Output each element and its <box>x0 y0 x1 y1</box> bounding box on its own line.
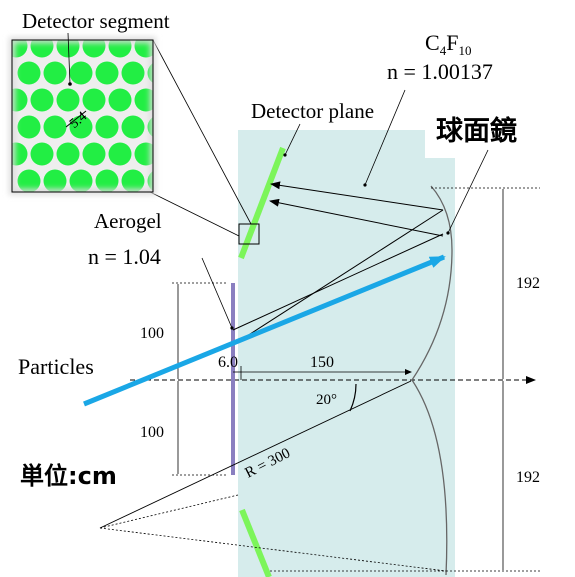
dim-192-top-label: 192 <box>516 275 540 292</box>
aerogel-label: Aerogel <box>94 209 162 233</box>
detector-segment-cell <box>43 169 67 192</box>
detector-segment-inset <box>9 32 156 195</box>
detector-segment-cell <box>43 61 67 85</box>
detector-plane-upper <box>238 146 286 260</box>
dim-150-label: 150 <box>310 354 334 371</box>
detector-segment-cell <box>17 115 41 139</box>
particles-label: Particles <box>18 354 94 379</box>
detector-segment-cell <box>69 61 93 85</box>
detector-segment-cell <box>121 169 145 192</box>
mirror-pointer-dot <box>446 231 450 235</box>
gas-volume <box>238 130 455 577</box>
segment-label-pointer <box>67 32 71 85</box>
aerogel-pointer-dot <box>230 326 234 330</box>
detector-segment-cell <box>56 88 80 112</box>
detector-segment-cell <box>95 61 119 85</box>
dim-100-top-label: 100 <box>140 325 164 342</box>
detector-segment-cell <box>108 142 132 166</box>
detector-segment-cell <box>30 88 54 112</box>
detector-segment-cell <box>95 169 119 192</box>
detector-segment-cell <box>69 115 93 139</box>
detector-segment-cell <box>43 115 67 139</box>
dim-192-bottom-label: 192 <box>516 469 540 486</box>
aerogel-pointer <box>201 257 233 329</box>
gas-index-label: n = 1.00137 <box>387 59 493 84</box>
radiator-gas-label: C4F10 <box>425 30 471 58</box>
detector-segment-cell <box>56 40 80 58</box>
detector-plane-lower <box>239 508 272 577</box>
detector-segment-cell <box>17 169 41 192</box>
detector-segment-cell <box>108 88 132 112</box>
detector-segment-cell <box>30 142 54 166</box>
segment-highlight-box <box>238 223 260 245</box>
unit-label: 単位:cm <box>20 462 117 490</box>
detector-segment-cell <box>134 88 153 112</box>
gas-pointer-dot <box>363 183 367 187</box>
aerogel-index-label: n = 1.04 <box>88 244 161 269</box>
detector-segment-cell <box>95 115 119 139</box>
detector-plane-label: Detector plane <box>251 99 374 123</box>
detector-segment-cell <box>121 115 145 139</box>
detector-segment-cell <box>69 169 93 192</box>
segment-callout-line-bottom <box>149 191 240 237</box>
detector-segment-cell <box>12 88 28 112</box>
detector-segment-cell <box>82 40 106 58</box>
segment-callout-line-top <box>152 39 252 225</box>
detector-plane-pointer <box>284 123 301 156</box>
radius-line <box>99 380 412 529</box>
mirror-pointer <box>447 149 489 234</box>
angle-label: 20° <box>316 392 337 408</box>
detector-segment-cell <box>108 40 132 58</box>
angle-arc <box>349 383 357 412</box>
segment-size-line <box>65 110 87 128</box>
ray-aerogel-to-mirror <box>232 233 444 331</box>
detector-plane-pointer-dot <box>283 153 287 157</box>
mirror-label: 球面鏡 <box>436 115 517 147</box>
detector-segment-cell <box>134 40 153 58</box>
detector-segment-cell <box>17 61 41 85</box>
ray-reflect-lower <box>269 198 444 237</box>
particle-track <box>83 254 446 407</box>
ray-reflect-upper <box>270 181 444 211</box>
segment-label-dot <box>68 82 72 86</box>
ray-aerogel-to-mirror-2 <box>232 209 444 346</box>
gas-pointer <box>364 89 406 186</box>
mirror-center-chord <box>99 494 239 529</box>
detector-segment-cell <box>56 142 80 166</box>
detector-segment-cell <box>82 142 106 166</box>
detector-segment-cell <box>12 40 28 58</box>
detector-segment-cell <box>134 142 153 166</box>
spherical-mirror <box>411 185 453 576</box>
detector-segment-cell <box>121 61 145 85</box>
detector-segment-cell <box>30 40 54 58</box>
detector-segment-cell <box>82 88 106 112</box>
detector-segment-cell <box>12 142 28 166</box>
dim-100-bottom-label: 100 <box>140 424 164 441</box>
dim-6-label: 6.0 <box>218 354 238 371</box>
detector-segment-label: Detector segment <box>22 9 170 33</box>
